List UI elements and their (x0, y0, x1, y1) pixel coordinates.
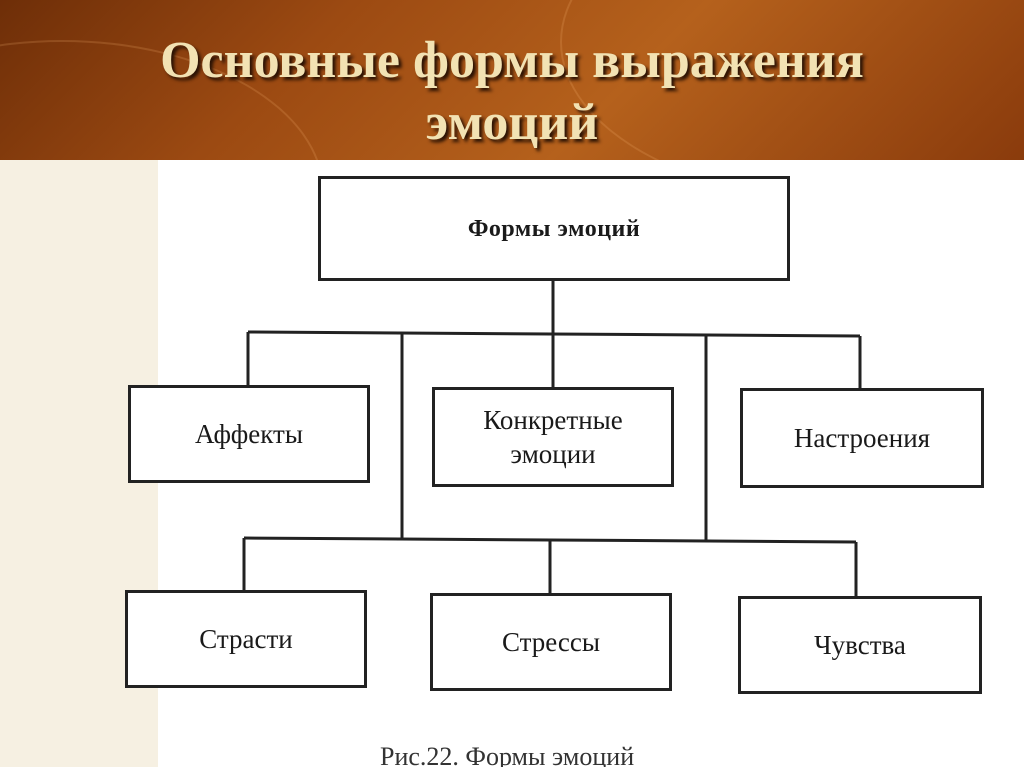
node-feelings-label: Чувства (814, 630, 906, 660)
slide-header (0, 0, 1024, 160)
node-stress: Стрессы (430, 593, 672, 691)
node-concrete-emotions-label: Конкретные эмоции (483, 405, 623, 469)
node-moods-label: Настроения (793, 423, 931, 453)
figure-caption: Рис.22. Формы эмоций (380, 742, 635, 767)
node-concrete-emotions: Конкретные эмоции (432, 387, 674, 487)
slide-title: Основные формы выражения эмоций (0, 30, 1024, 154)
slide-title-line2: эмоций (425, 94, 599, 151)
node-root: Формы эмоций (318, 176, 790, 281)
node-passions-label: Страсти (199, 624, 293, 654)
node-stress-label: Стрессы (501, 627, 601, 657)
node-affects-label: Аффекты (195, 419, 303, 449)
node-feelings: Чувства (738, 596, 982, 694)
node-root-label: Формы эмоций (467, 215, 641, 242)
node-affects: Аффекты (128, 385, 370, 483)
node-passions: Страсти (125, 590, 367, 688)
slide-title-line1: Основные формы выражения (160, 32, 864, 89)
node-moods: Настроения (740, 388, 984, 488)
